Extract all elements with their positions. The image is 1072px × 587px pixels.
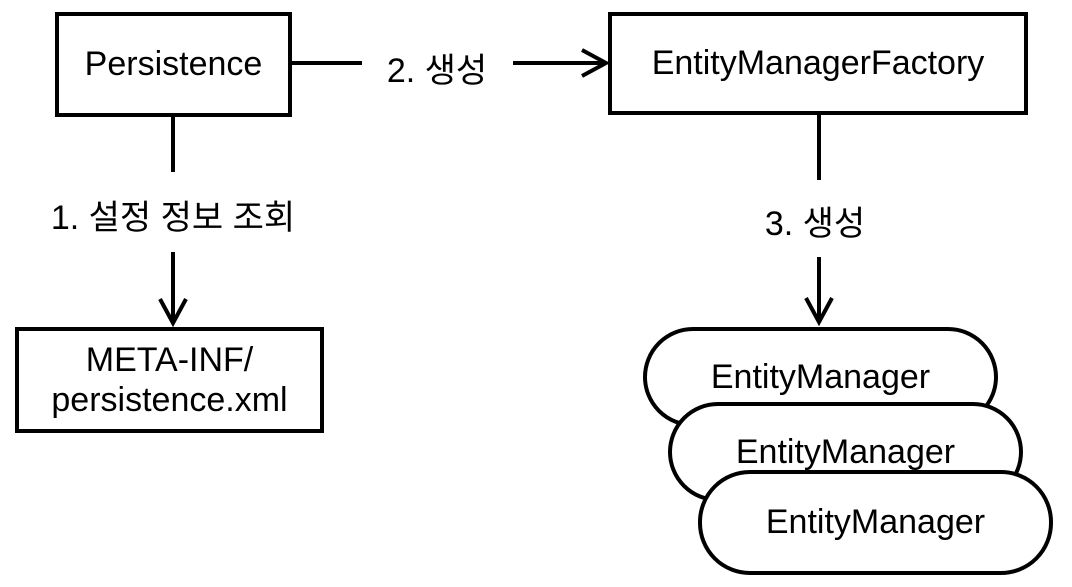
entity-manager-pill-2-label: EntityManager (735, 432, 956, 471)
entity-manager-pill-3-label: EntityManager (765, 503, 986, 542)
arrowhead-down-icon (804, 297, 834, 327)
persistence-xml-box: META-INF/ persistence.xml (15, 327, 324, 433)
arrowhead-down-icon (158, 298, 188, 328)
edge-label-step1: 1. 설정 정보 조회 (50, 199, 296, 237)
persistence-box: Persistence (55, 12, 292, 117)
entity-manager-factory-box-label: EntityManagerFactory (651, 44, 985, 83)
edge-label-step2: 2. 생성 (386, 52, 488, 90)
arrowhead-right-icon (581, 48, 611, 78)
persistence-xml-box-line1: META-INF/ (85, 340, 254, 379)
entity-manager-factory-box: EntityManagerFactory (608, 12, 1028, 115)
edge-label-step3: 3. 생성 (764, 205, 866, 243)
entity-manager-pill-1-label: EntityManager (710, 357, 931, 396)
entity-manager-pill-3: EntityManager (698, 470, 1053, 575)
persistence-xml-box-line2: persistence.xml (51, 381, 288, 419)
persistence-box-label: Persistence (84, 45, 263, 84)
